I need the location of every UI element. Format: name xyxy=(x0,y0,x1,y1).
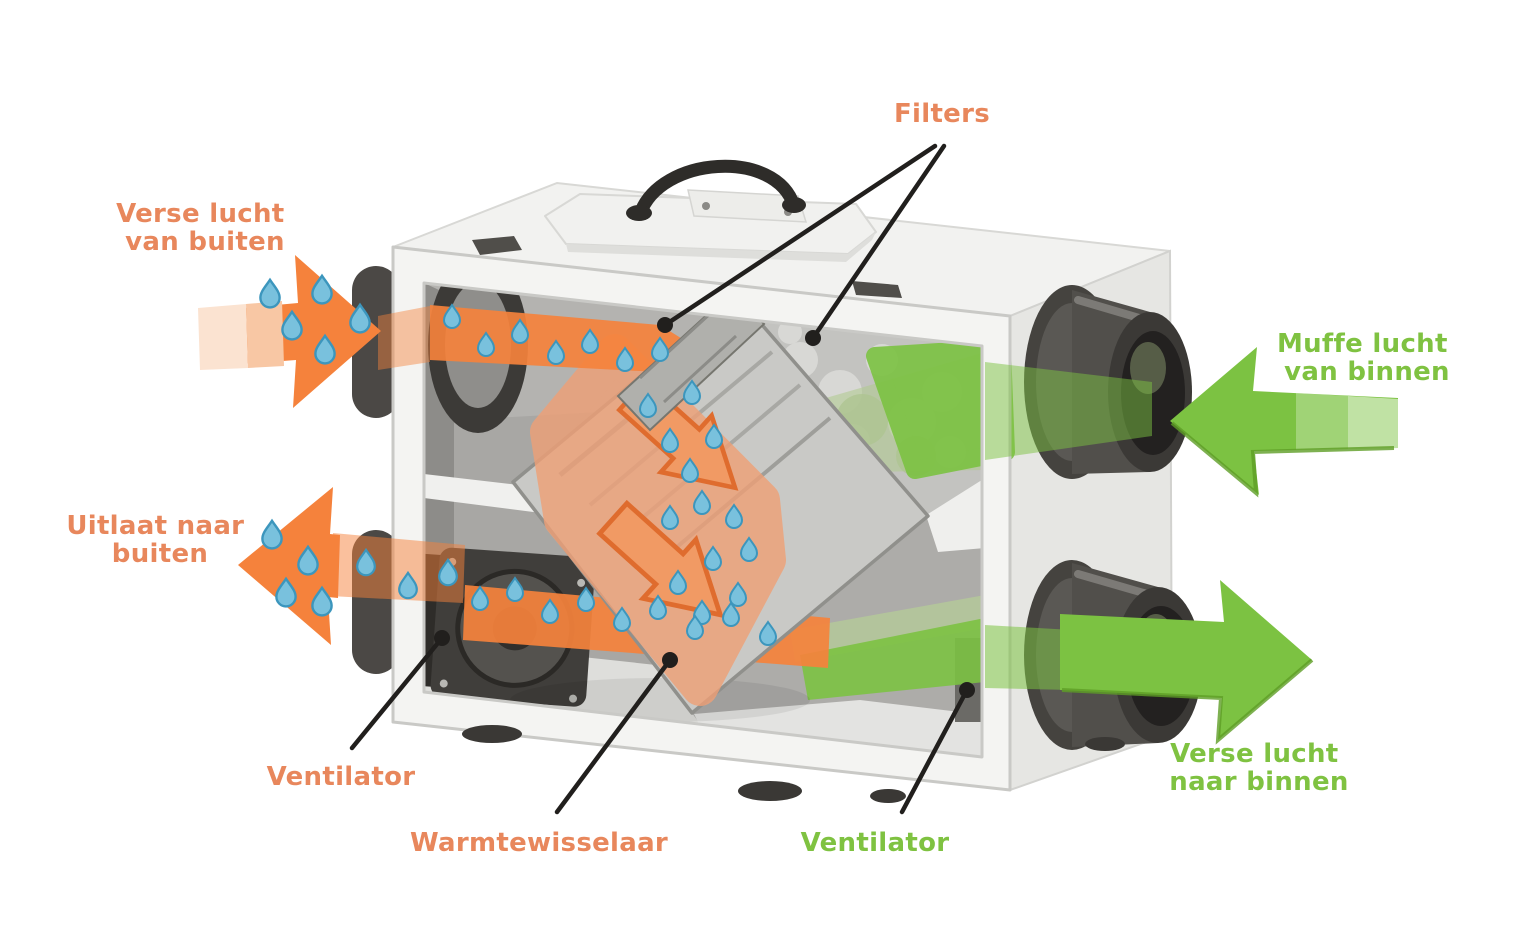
label-filters: Filters xyxy=(894,99,990,129)
arrow-stale-air-in xyxy=(1170,347,1398,498)
label-fan-left: Ventilator xyxy=(267,762,416,792)
label-fan-right: Ventilator xyxy=(801,828,950,858)
unit-feet xyxy=(462,725,1125,803)
divider-wedge-right xyxy=(925,478,985,552)
pointer-lines xyxy=(349,143,970,815)
label-fresh-outside: Verse lucht van buiten xyxy=(116,199,294,257)
pointer-fan-right xyxy=(899,687,970,815)
carry-handle xyxy=(633,159,801,221)
label-exhaust-outside: Uitlaat naar buiten xyxy=(66,511,253,569)
left-duct-stub-top xyxy=(352,266,400,418)
latch-knob-left xyxy=(472,236,522,255)
arrow-exhaust-air-out xyxy=(238,487,458,645)
pointer-filters-right xyxy=(810,143,947,341)
arrow-fresh-air-out xyxy=(1060,580,1314,745)
orange-band-top xyxy=(430,305,700,402)
divider-shelf xyxy=(424,474,545,513)
arrow-fresh-air-in xyxy=(198,255,381,408)
top-cap xyxy=(544,159,877,262)
latch-knob-right xyxy=(852,281,902,298)
label-heat-exchanger: Warmtewisselaar xyxy=(410,828,668,858)
label-fresh-inside: Verse lucht naar binnen xyxy=(1169,739,1348,797)
label-stale-inside: Muffe lucht van binnen xyxy=(1277,329,1457,387)
pointer-dots xyxy=(434,317,975,698)
pointer-filters-left xyxy=(662,143,938,328)
pointer-heat-exchanger xyxy=(554,657,673,815)
handle-plate xyxy=(687,189,808,223)
green-flow-bottom xyxy=(790,595,985,700)
green-strip-top-duct xyxy=(985,362,1152,460)
orange-crossing-top xyxy=(378,306,430,370)
heat-transfer-zone xyxy=(530,334,786,706)
pointer-fan-left xyxy=(349,635,445,751)
orange-crossing-bottom xyxy=(330,533,465,603)
